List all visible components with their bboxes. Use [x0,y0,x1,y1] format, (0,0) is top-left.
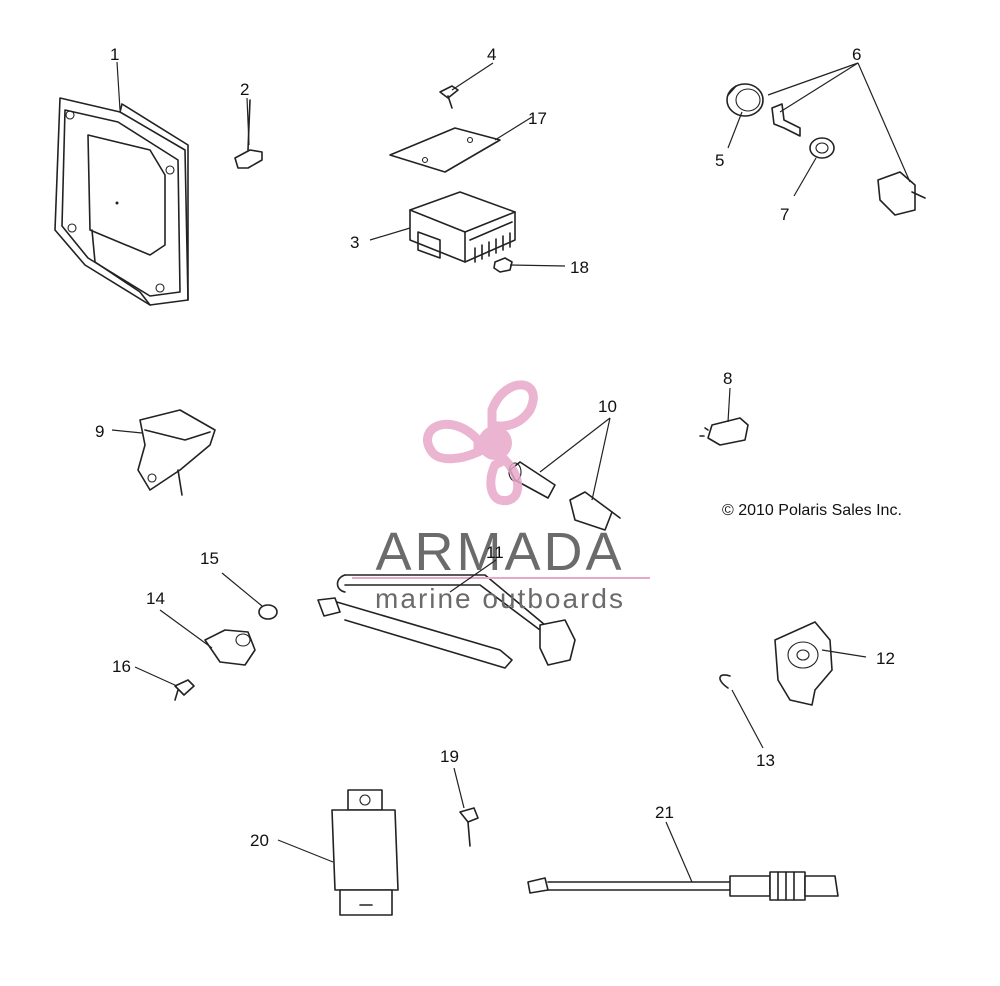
part-6-key [771,103,801,137]
part-3-control-box [409,191,516,263]
callout-4: 4 [487,45,496,64]
callout-labels: 1 2 3 4 5 6 7 8 9 10 11 12 13 14 15 16 1… [95,45,895,850]
leader-lines [111,61,911,883]
part-7-ring [809,137,835,159]
callout-17: 17 [528,109,547,128]
part-16-bolt [174,679,195,701]
part-13-clip [719,674,731,689]
callout-8: 8 [723,369,732,388]
callout-7: 7 [780,205,789,224]
copyright-notice: © 2010 Polaris Sales Inc. [722,502,902,519]
callout-1: 1 [110,45,119,64]
callout-14: 14 [146,589,165,608]
part-1-ecu [54,97,189,306]
part-5-switch-knob [726,83,764,117]
callout-18: 18 [570,258,589,277]
part-11-wiring-harness [317,574,576,669]
callout-21: 21 [655,803,674,822]
callout-2: 2 [240,80,249,99]
callout-15: 15 [200,549,219,568]
part-10-sensor-caps [508,461,621,531]
part-12-knock-sensor [774,621,833,706]
watermark-brand: ARMADA [375,522,624,582]
callout-5: 5 [715,151,724,170]
watermark-tagline: marine outboards [375,583,625,614]
callout-11: 11 [486,543,504,562]
part-15-o-ring [258,604,278,620]
callout-9: 9 [95,422,104,441]
part-4-screw [439,85,459,109]
part-14-sensor [204,629,256,666]
callout-6: 6 [852,45,861,64]
callout-19: 19 [440,747,459,766]
part-8-sensor [699,417,749,446]
callout-3: 3 [350,233,359,252]
part-9-map-sensor [137,409,216,496]
callout-20: 20 [250,831,269,850]
callout-16: 16 [112,657,131,676]
armada-logo-icon [423,380,538,506]
part-20-relay [331,789,399,916]
part-21-oxygen-sensor [527,871,839,901]
callout-12: 12 [876,649,895,668]
part-19-screw [459,807,479,847]
part-6-ignition-switch [877,171,926,216]
callout-13: 13 [756,751,775,770]
callout-10: 10 [598,397,617,416]
part-17-cover-plate [389,127,501,173]
part-18-nut [493,257,513,273]
